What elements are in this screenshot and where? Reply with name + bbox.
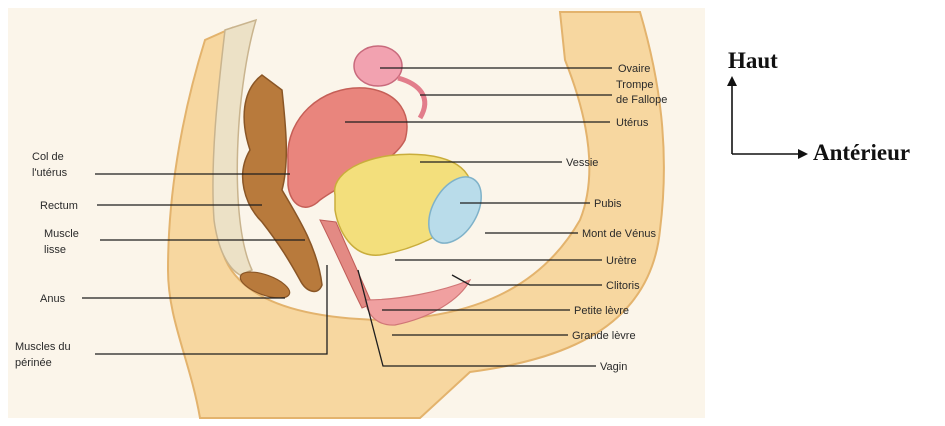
label-rectum: Rectum [40, 200, 78, 212]
label-col-2: l'utérus [32, 167, 68, 179]
label-ovaire: Ovaire [618, 63, 650, 75]
label-petite-levre: Petite lèvre [574, 305, 629, 317]
label-grande-levre: Grande lèvre [572, 330, 636, 342]
label-col-1: Col de [32, 151, 64, 163]
label-muscle-lisse-1: Muscle [44, 228, 79, 240]
label-uretre: Urètre [606, 255, 637, 267]
label-vagin: Vagin [600, 361, 627, 373]
label-trompe-2: de Fallope [616, 94, 667, 106]
label-clitoris: Clitoris [606, 280, 640, 292]
orientation-up-label: Haut [728, 48, 778, 73]
orientation-indicator: Haut Antérieur [727, 48, 910, 165]
ovary-shape [354, 46, 402, 86]
arrow-up-icon [727, 76, 737, 86]
label-mont-venus: Mont de Vénus [582, 228, 656, 240]
orientation-anterior-label: Antérieur [813, 140, 910, 165]
label-muscle-lisse-2: lisse [44, 244, 66, 256]
label-pubis: Pubis [594, 198, 622, 210]
label-uterus: Utérus [616, 117, 649, 129]
label-vessie: Vessie [566, 157, 598, 169]
anatomy-illustration [8, 8, 705, 418]
label-perinee-2: périnée [15, 357, 52, 369]
label-trompe-1: Trompe [616, 79, 654, 91]
label-perinee-1: Muscles du [15, 341, 71, 353]
arrow-right-icon [798, 149, 808, 159]
label-anus: Anus [40, 293, 66, 305]
